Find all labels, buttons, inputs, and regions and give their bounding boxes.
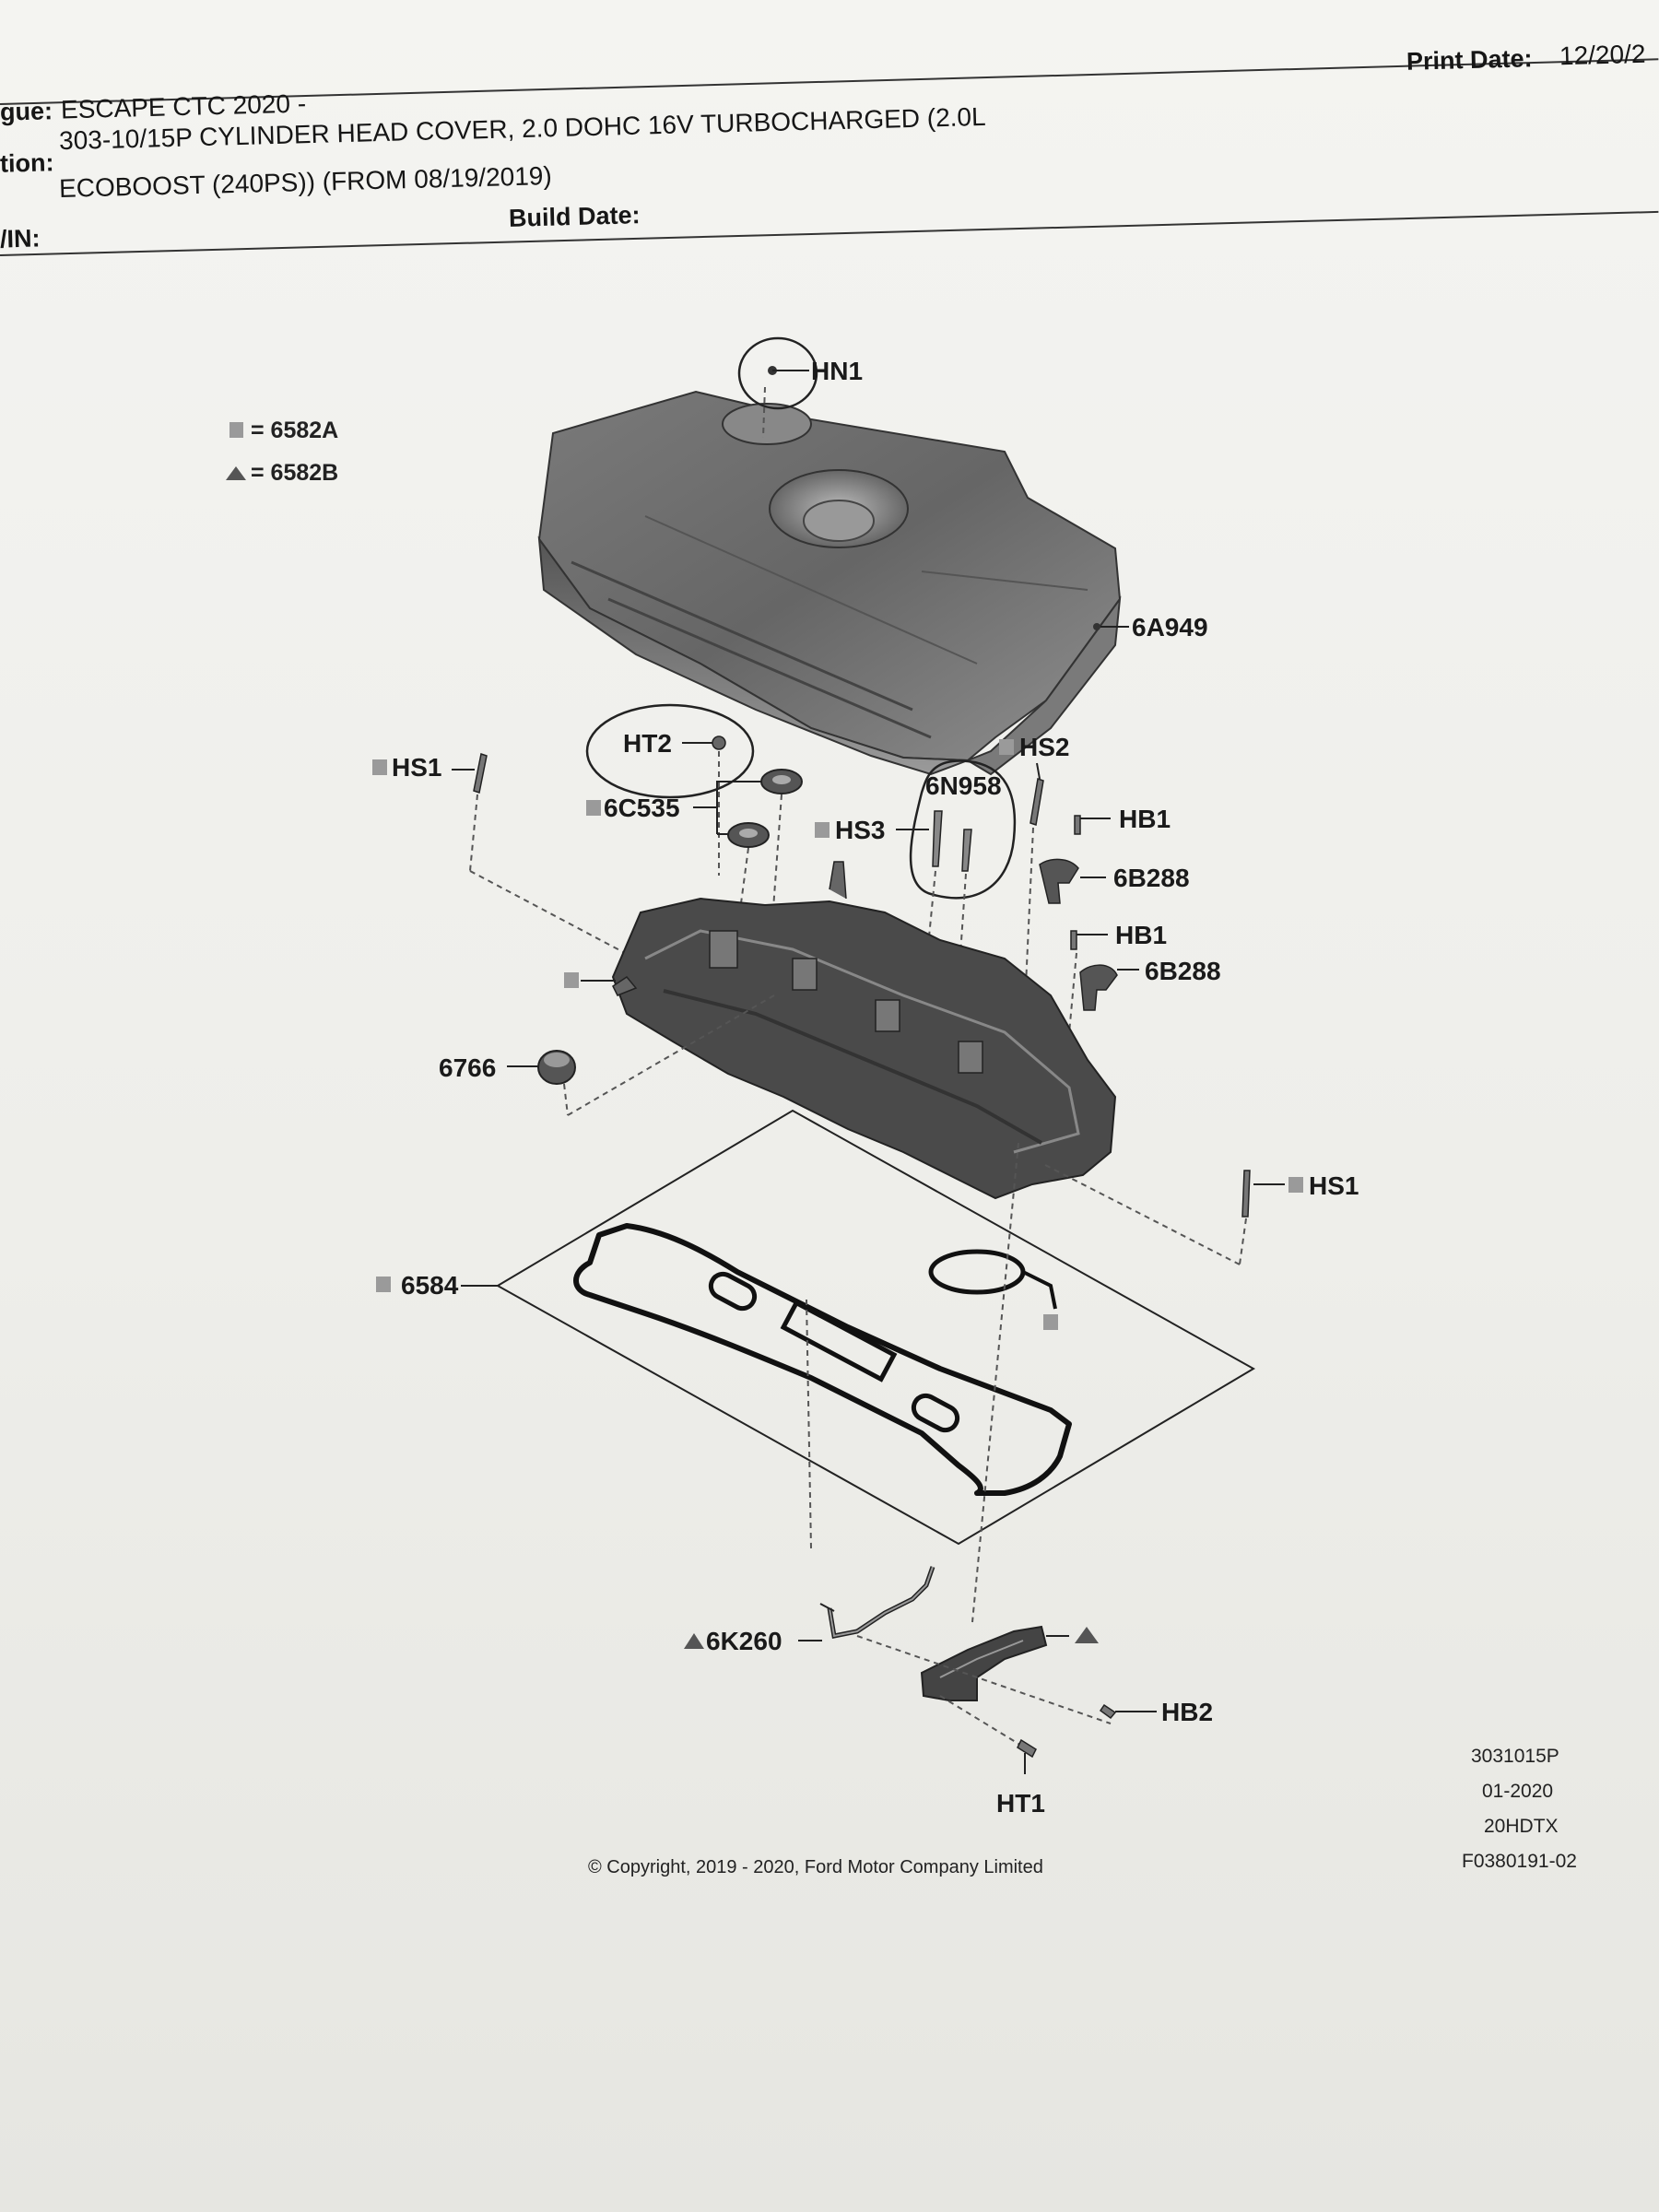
ht2-part: HT2: [585, 703, 755, 876]
lower-bracket: [856, 1625, 1112, 1724]
hs2-part: HS2: [999, 733, 1069, 1144]
engine-cover-6a949: [537, 390, 1122, 776]
hb2-part: HB2: [1099, 1698, 1213, 1726]
hand-drawn-circle-6n958: [909, 759, 1017, 900]
spark-plug-tubes-6n958: 6N958: [909, 759, 1017, 1116]
hs1-top-part: HS1: [372, 753, 628, 955]
hand-drawn-circle-hn1: [737, 336, 818, 410]
callout-6c535: 6C535: [604, 794, 680, 822]
hb1-top-part: HB1: [1074, 805, 1171, 835]
legend-triangle-label: = 6582B: [251, 460, 338, 486]
pipe-6k260: 6K260: [684, 1566, 935, 1655]
cylinder-head-cover: [564, 861, 1117, 1200]
legend-triangle-marker: [226, 466, 246, 480]
callout-6k260: 6K260: [706, 1627, 782, 1655]
callout-ht2: HT2: [623, 729, 672, 758]
copyright-notice: © Copyright, 2019 - 2020, Ford Motor Com…: [588, 1857, 1043, 1877]
callout-6n958: 6N958: [925, 771, 1002, 800]
hs3-part: HS3: [815, 816, 929, 844]
callout-hb2: HB2: [1161, 1698, 1213, 1726]
hand-drawn-circle-ht2: [585, 703, 755, 799]
oil-filler-cap-6766: 6766: [439, 994, 775, 1116]
legend: = 6582A = 6582B: [226, 418, 338, 486]
callout-6766: 6766: [439, 1053, 496, 1082]
callout-hs3: HS3: [835, 816, 885, 844]
illustration-code: 3031015P: [1471, 1746, 1559, 1767]
legend-square-label: = 6582A: [251, 418, 338, 443]
ht1-part: HT1: [939, 1695, 1045, 1818]
illustration-date: 01-2020: [1482, 1781, 1553, 1802]
bracket-6b288-mid: 6B288: [1059, 952, 1221, 1135]
callout-6b288-top: 6B288: [1113, 864, 1190, 892]
callout-hs2: HS2: [1019, 733, 1069, 761]
gasket-6584: 6584: [376, 1109, 1256, 1623]
grommets-6c535: 6C535: [586, 769, 803, 932]
callout-hs1-right: HS1: [1309, 1171, 1359, 1200]
callout-hs1-top: HS1: [392, 753, 441, 782]
legend-square-marker: [229, 422, 243, 438]
illustration-model-code: 20HDTX: [1484, 1816, 1559, 1837]
hb1-mid-part: HB1: [1070, 921, 1167, 950]
callout-6a949: 6A949: [1132, 613, 1208, 641]
illustration-ref: F0380191-02: [1462, 1851, 1577, 1872]
callout-hb1-mid: HB1: [1115, 921, 1167, 949]
hs1-right-part: HS1: [1041, 1162, 1359, 1265]
callout-6b288-mid: 6B288: [1145, 957, 1221, 985]
hn1-part: HN1: [737, 336, 863, 439]
callout-ht1: HT1: [996, 1789, 1045, 1818]
bracket-6b288-top: 6B288: [1039, 858, 1190, 904]
callout-hn1: HN1: [811, 357, 863, 385]
callout-hb1-top: HB1: [1119, 805, 1171, 833]
callout-6584: 6584: [401, 1271, 459, 1300]
